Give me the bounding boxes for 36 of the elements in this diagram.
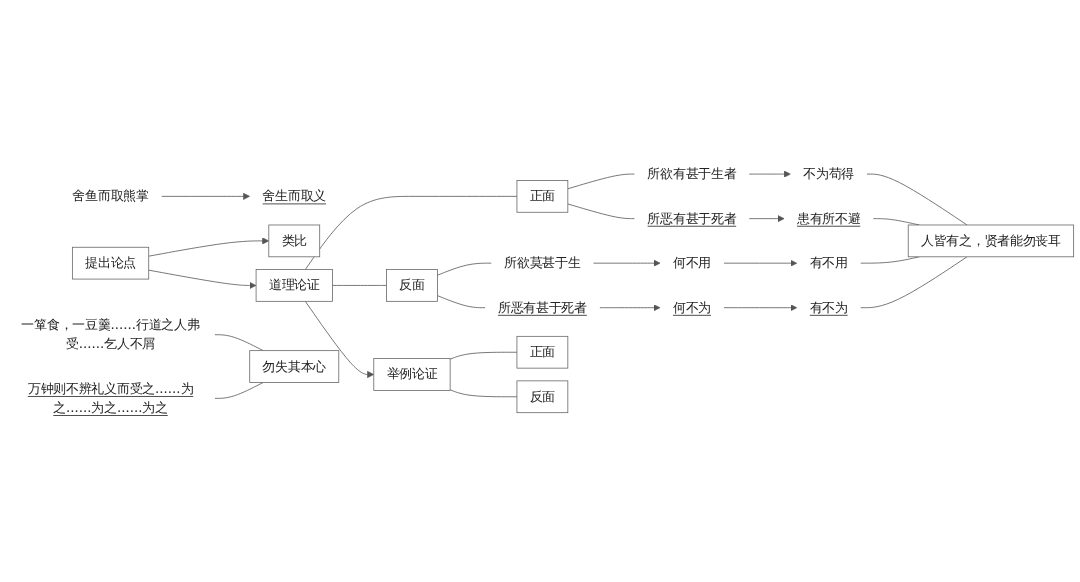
connector [214, 382, 264, 399]
connector [866, 173, 968, 226]
node-text: 患有所不避 [796, 210, 861, 226]
node-text: 所欲莫甚于生 [504, 255, 581, 271]
connector [437, 295, 486, 309]
node-text: 万钟则不辨礼义而受之……为之……为之……为之 [27, 380, 194, 416]
node-text: 不为苟得 [803, 166, 855, 182]
node-box: 提出论点 [71, 246, 150, 280]
node-text: 所恶有甚于死者 [647, 210, 737, 226]
node-box: 举例论证 [373, 358, 451, 391]
node-box: 反面 [386, 269, 438, 302]
connector [567, 173, 636, 190]
node-text: 舍鱼而取熊掌 [72, 188, 149, 204]
connector [860, 256, 968, 309]
node-text: 所欲有甚于生者 [647, 166, 737, 182]
node-box: 道理论证 [255, 269, 333, 302]
connector [437, 262, 492, 276]
connector [567, 203, 636, 220]
node-text: 何不为 [672, 299, 711, 315]
connector [449, 351, 518, 360]
node-box: 类比 [268, 224, 321, 258]
node-text: 一箪食，一豆羹……行道之人弗受……乞人不屑 [21, 317, 200, 352]
node-text: 何不用 [672, 255, 711, 271]
connector [214, 334, 264, 352]
node-text: 舍生而取义 [262, 188, 327, 204]
connector [332, 285, 387, 286]
node-box: 勿失其本心 [249, 350, 340, 383]
node-text: 有不为 [809, 299, 848, 315]
node-box: 反面 [516, 380, 569, 414]
node-box: 正面 [516, 335, 569, 369]
connector [449, 389, 518, 398]
connector [304, 195, 518, 270]
node-text: 所恶有甚于死者 [497, 299, 587, 315]
node-text: 有不用 [809, 255, 848, 271]
node-box: 正面 [516, 180, 569, 213]
node-box: 人皆有之，贤者能勿丧耳 [907, 224, 1075, 258]
